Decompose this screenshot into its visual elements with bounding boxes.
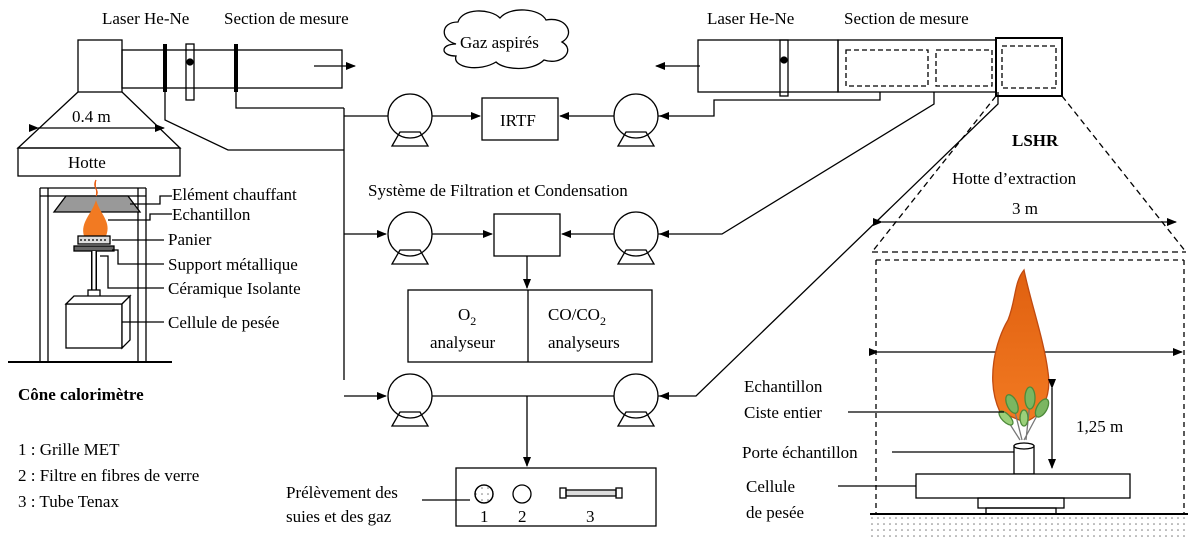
height-label: 1,25 m xyxy=(1076,417,1123,436)
prelevement-label-2: suies et des gaz xyxy=(286,507,392,526)
panier-label: Panier xyxy=(168,230,212,249)
hotte-extraction-label: Hotte d’extraction xyxy=(952,169,1077,188)
sample-num-1: 1 xyxy=(480,507,489,526)
filtration-box xyxy=(493,213,561,257)
o2-analyser-label: analyseur xyxy=(430,333,495,352)
measurement-duct xyxy=(121,49,343,89)
porte-label: Porte échantillon xyxy=(742,443,858,462)
right-cellule-2: de pesée xyxy=(746,503,804,522)
o2-label: O2 xyxy=(458,305,476,328)
right-cellule-1: Cellule xyxy=(746,477,795,496)
echantillon-label: Echantillon xyxy=(172,205,251,224)
gaz-aspires-label: Gaz aspirés xyxy=(460,33,539,52)
pump-6 xyxy=(613,373,659,427)
irtf-label: IRTF xyxy=(500,111,536,130)
cellule-label: Cellule de pesée xyxy=(168,313,279,332)
ceramique-label: Céramique Isolante xyxy=(168,279,301,298)
element-chauffant-label: Elément chauffant xyxy=(172,185,297,204)
lshr-title: LSHR xyxy=(1012,131,1059,150)
pump-2 xyxy=(613,93,659,147)
pump-1 xyxy=(387,93,433,147)
filtration-label: Système de Filtration et Condensation xyxy=(368,181,628,200)
left-section-label: Section de mesure xyxy=(224,9,349,28)
right-echantillon-1: Echantillon xyxy=(744,377,823,396)
center-system xyxy=(164,9,999,527)
cloud xyxy=(443,9,570,70)
legend-1: 1 : Grille MET xyxy=(18,440,120,459)
right-section-label: Section de mesure xyxy=(844,9,969,28)
sample-num-3: 3 xyxy=(586,507,595,526)
left-width-label: 0.4 m xyxy=(72,107,111,126)
analysers-box xyxy=(407,289,653,363)
hotte-label: Hotte xyxy=(68,153,106,172)
right-echantillon-2: Ciste entier xyxy=(744,403,822,422)
sampling-box xyxy=(455,467,657,527)
right-duct xyxy=(697,39,839,93)
right-laser-label: Laser He-Ne xyxy=(707,9,794,28)
pump-5 xyxy=(387,373,433,427)
hood-box xyxy=(17,147,181,177)
cone-title: Cône calorimètre xyxy=(18,385,144,404)
pump-3 xyxy=(387,211,433,265)
lshr xyxy=(655,37,1188,538)
co-co2-label: CO/CO2 xyxy=(548,305,606,328)
co-analysers-label: analyseurs xyxy=(548,333,620,352)
legend-2: 2 : Filtre en fibres de verre xyxy=(18,466,199,485)
duct-elbow xyxy=(77,39,123,93)
sample-num-2: 2 xyxy=(518,507,527,526)
left-laser-label: Laser He-Ne xyxy=(102,9,189,28)
right-width-label: 3 m xyxy=(1012,199,1038,218)
laser-device xyxy=(185,43,195,101)
legend-3: 3 : Tube Tenax xyxy=(18,492,119,511)
support-label: Support métallique xyxy=(168,255,298,274)
weighing-cell xyxy=(65,303,123,349)
irtf-box xyxy=(481,97,559,141)
pump-4 xyxy=(613,211,659,265)
prelevement-label-1: Prélèvement des xyxy=(286,483,398,502)
cone-calorimeter xyxy=(8,39,356,363)
